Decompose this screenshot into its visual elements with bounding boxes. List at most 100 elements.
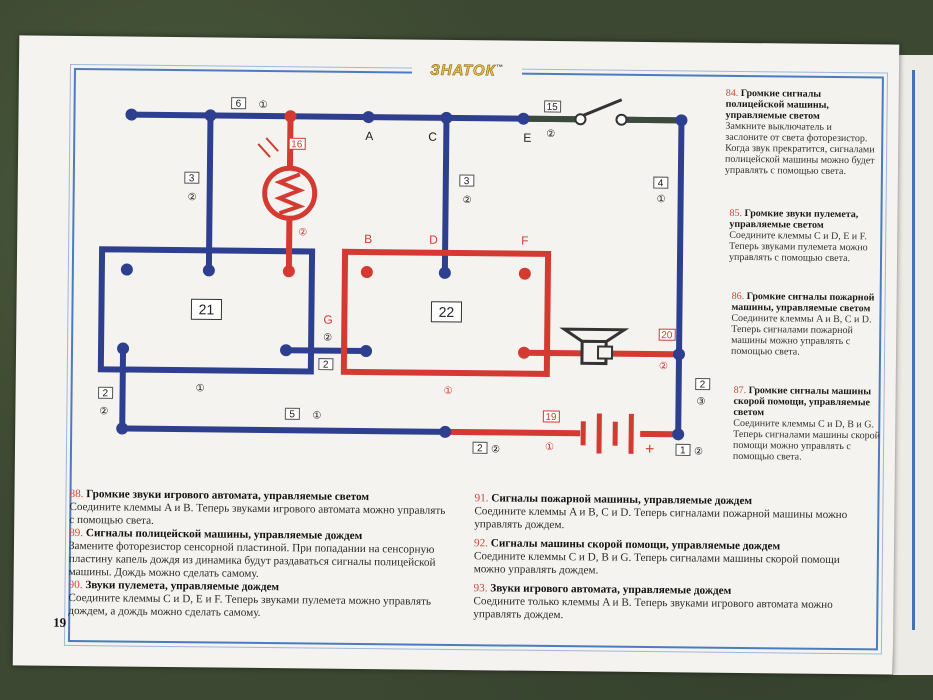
- terminal-e: E: [523, 131, 531, 145]
- label-box: [544, 100, 562, 113]
- instruction-text: Соедините клеммы A и B, C и D. Теперь си…: [730, 312, 872, 358]
- label-box: [472, 441, 488, 454]
- instruction-text: Соедините клеммы A и B, C и D. Теперь си…: [474, 505, 848, 532]
- label-2-bottom-count: ②: [491, 444, 500, 455]
- label-16-count: ②: [298, 227, 307, 238]
- bottom-left-instructions: 88. Громкие звуки игрового автомата, упр…: [68, 488, 449, 622]
- label-3-mid: 3: [464, 176, 470, 187]
- module-22-outline: [340, 248, 552, 377]
- node: [440, 111, 453, 124]
- switch-left-wire: [523, 115, 579, 123]
- light-arrow-2: [257, 143, 271, 158]
- node: [517, 112, 530, 125]
- wire-3-left: [205, 112, 214, 274]
- label-box: [658, 328, 676, 341]
- label-box: [184, 171, 200, 184]
- instruction-86: 86. Громкие сигналы пожарной машины, упр…: [731, 291, 882, 359]
- red-wires: [285, 116, 677, 438]
- label-2-right: 2: [700, 380, 706, 391]
- instruction-90: 90. Звуки пулемета, управляемые дождем С…: [68, 579, 448, 622]
- terminal-g: G: [323, 313, 332, 327]
- module-21-box: [190, 298, 223, 321]
- instruction-92: 92. Сигналы машины скорой помощи, управл…: [474, 537, 849, 580]
- instruction-85: 85. Громкие звуки пулемета, управляемые …: [729, 208, 880, 265]
- instruction-number: 85.: [729, 207, 743, 219]
- blue-nodes: [116, 108, 688, 441]
- node: [673, 348, 686, 361]
- wire-2-g: [283, 347, 370, 355]
- label-20-count: ②: [659, 361, 668, 372]
- label-22-count: ①: [444, 386, 453, 397]
- node: [282, 265, 295, 278]
- battery-gap: [580, 416, 641, 451]
- label-2-g: 2: [323, 360, 329, 371]
- instruction-text: Соедините клеммы C и D, E и F. Теперь зв…: [68, 591, 432, 619]
- label-19-count: ①: [545, 442, 554, 453]
- switch-right-wire: [623, 116, 682, 124]
- label-4-count: ①: [657, 194, 666, 205]
- node: [117, 342, 130, 355]
- instruction-title: Звуки игрового автомата, управляемые дож…: [490, 582, 732, 597]
- adjacent-page-frame: [912, 70, 933, 630]
- light-arrow-1: [265, 137, 279, 152]
- instruction-number: 88.: [69, 487, 84, 501]
- wire-5-bottom: [119, 425, 449, 435]
- instruction-text: Замените фоторезистор сенсорной пластино…: [68, 539, 436, 580]
- switch-lever: [582, 98, 623, 117]
- resistor-zigzag: [274, 172, 306, 216]
- node: [675, 114, 688, 127]
- instruction-number: 87.: [733, 384, 747, 397]
- speaker-magnet: [596, 345, 614, 360]
- instruction-number: 84.: [725, 87, 739, 99]
- battery-icon: [580, 413, 634, 454]
- instruction-text: Соедините клеммы A и B. Теперь звуками и…: [69, 500, 446, 527]
- instruction-title: Громкие сигналы машины скорой помощи, уп…: [733, 385, 872, 419]
- blue-wires: [97, 111, 685, 438]
- instruction-number: 91.: [474, 492, 489, 505]
- switch-wires: [523, 115, 682, 124]
- bottom-right-instructions: 91. Сигналы пожарной машины, управляемые…: [473, 492, 849, 625]
- label-20: 20: [661, 330, 673, 341]
- instruction-84: 84. Громкие сигналы полицейской машины, …: [725, 88, 876, 178]
- wire-4-right: [675, 117, 685, 438]
- label-5: 5: [289, 409, 295, 420]
- node: [284, 110, 297, 123]
- instruction-88: 88. Громкие звуки игрового автомата, упр…: [69, 488, 449, 531]
- node: [202, 264, 215, 277]
- wire-2-left: [119, 345, 127, 432]
- instruction-title: Звуки пулемета, управляемые дождем: [85, 579, 280, 594]
- label-box: [98, 386, 114, 399]
- label-3-mid-count: ②: [463, 195, 472, 206]
- label-box: [675, 443, 691, 456]
- module-21-label: 21: [199, 301, 215, 317]
- terminal-a: A: [365, 129, 373, 143]
- wire-3-mid: [441, 114, 450, 276]
- instruction-title: Громкие сигналы полицейской машины, упра…: [725, 87, 830, 122]
- label-box: [695, 378, 711, 391]
- instruction-87: 87. Громкие сигналы машины скорой помощи…: [733, 385, 884, 464]
- node: [518, 267, 531, 280]
- instruction-91: 91. Сигналы пожарной машины, управляемые…: [474, 492, 849, 535]
- node: [438, 266, 451, 279]
- label-1: 1: [680, 445, 686, 456]
- instruction-number: 93.: [473, 582, 488, 595]
- label-5-count: ①: [312, 410, 321, 421]
- label-box: [653, 176, 669, 189]
- terminal-b: B: [364, 232, 372, 246]
- page-number: 19: [53, 614, 67, 630]
- instruction-number: 92.: [473, 537, 489, 550]
- instruction-number: 90.: [68, 578, 83, 592]
- label-box: [542, 410, 560, 423]
- red-nodes: [282, 110, 531, 359]
- node: [518, 346, 531, 359]
- label-16: 16: [291, 139, 303, 150]
- node: [280, 344, 293, 357]
- label-15-count: ②: [546, 129, 555, 140]
- instruction-text: Соедините только клеммы A и B. Теперь зв…: [473, 595, 833, 622]
- label-g-count: ②: [323, 333, 332, 344]
- instruction-title: Громкие сигналы пожарной машины, управля…: [731, 291, 875, 315]
- module-22-box: [430, 301, 463, 323]
- terminal-d: D: [429, 233, 438, 247]
- node: [362, 111, 375, 124]
- node: [360, 345, 373, 358]
